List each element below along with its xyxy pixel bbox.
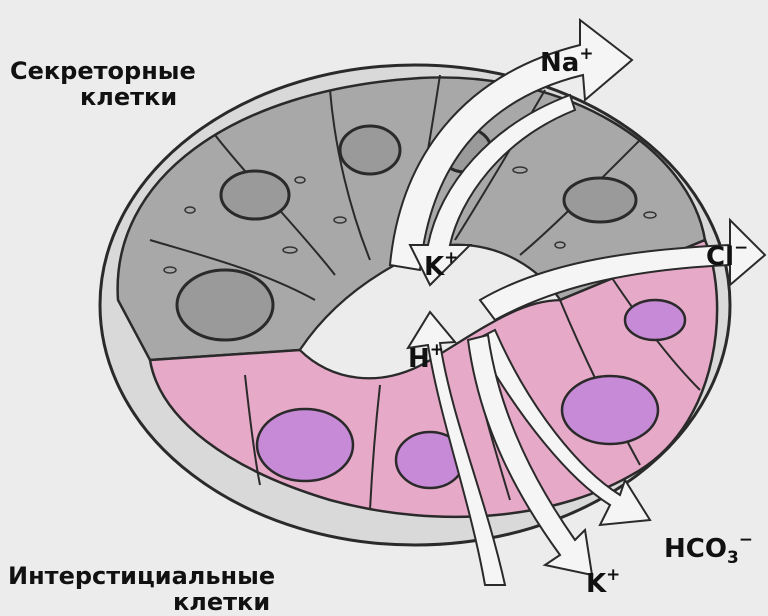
cl-ion-label: Cl− xyxy=(706,238,748,271)
hco3-ion-label: HCO3− xyxy=(664,530,753,567)
secretory-label-line2: клетки xyxy=(10,84,196,110)
k-out-ion-label: K+ xyxy=(586,565,620,598)
interstitial-cells-label: Интерстициальные клетки xyxy=(8,563,275,616)
h-ion-label: H+ xyxy=(408,340,444,373)
secretory-label-line1: Секреторные xyxy=(10,58,196,84)
interstitial-label-line2: клетки xyxy=(8,589,275,615)
secretory-cells-label: Секреторные клетки xyxy=(10,58,196,111)
na-ion-label: Na+ xyxy=(540,44,593,77)
k-in-ion-label: K+ xyxy=(424,248,458,281)
interstitial-label-line1: Интерстициальные xyxy=(8,563,275,589)
